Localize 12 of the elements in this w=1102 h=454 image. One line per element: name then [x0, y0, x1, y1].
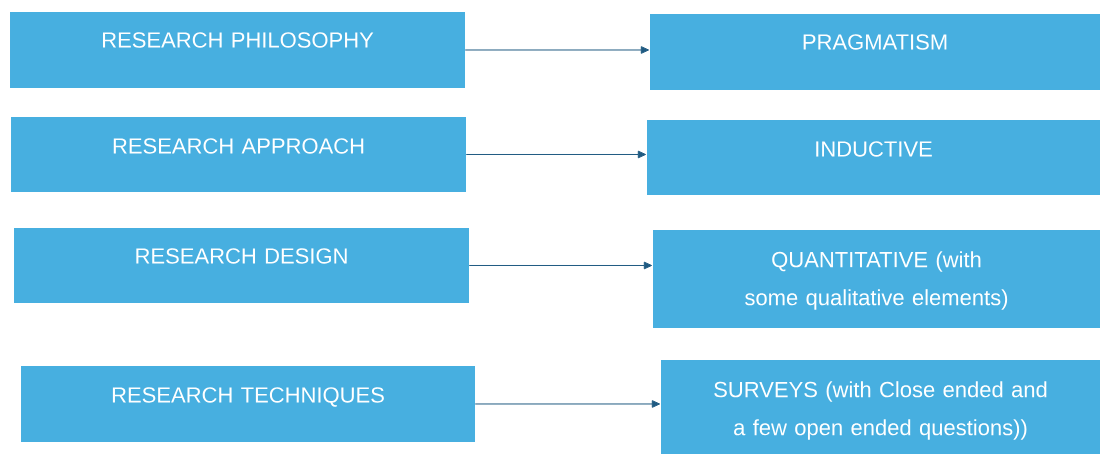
process-box: RESEARCH DESIGN — [14, 228, 469, 303]
process-box: RESEARCH PHILOSOPHY — [10, 12, 465, 88]
process-box: RESEARCH APPROACH — [11, 117, 466, 192]
arrow — [465, 150, 647, 159]
process-box: RESEARCH TECHNIQUES — [21, 366, 475, 442]
process-box: SURVEYS (with Close ended and a few open ended questions)) — [661, 360, 1100, 454]
arrow — [474, 400, 661, 408]
arrow — [464, 46, 650, 54]
process-box: INDUCTIVE — [647, 120, 1100, 195]
process-box: PRAGMATISM — [650, 14, 1100, 90]
arrow — [468, 261, 653, 270]
process-box: QUANTITATIVE (with some qualitative elements) — [653, 230, 1100, 328]
